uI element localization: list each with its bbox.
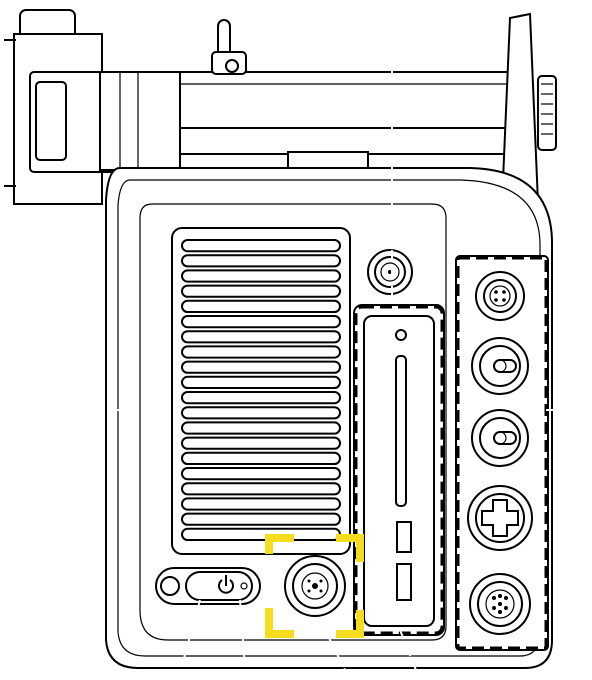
ventilation-grille bbox=[171, 227, 351, 555]
multi-pin-connector-icon[interactable] bbox=[469, 573, 531, 635]
highlight-bracket-top-left bbox=[265, 534, 294, 554]
grille-slat bbox=[181, 421, 341, 435]
multi-pin-connector-icon[interactable] bbox=[467, 485, 533, 551]
grille-slat bbox=[181, 330, 341, 344]
grille-slat bbox=[181, 436, 341, 450]
grille-slat bbox=[181, 497, 341, 511]
grille-slat bbox=[181, 451, 341, 465]
sd-card-slot-panel bbox=[353, 304, 445, 636]
grille-slat bbox=[181, 482, 341, 496]
highlight-bracket-top-right bbox=[336, 534, 364, 562]
grille-slat bbox=[181, 406, 341, 420]
multi-pin-connector-icon[interactable] bbox=[475, 271, 525, 321]
bnc-connector-icon[interactable] bbox=[471, 409, 529, 467]
grille-slat bbox=[181, 345, 341, 359]
power-icon bbox=[218, 575, 234, 594]
grille-slat bbox=[181, 299, 341, 313]
connector-port-icon[interactable] bbox=[284, 555, 346, 617]
power-button[interactable] bbox=[155, 567, 261, 605]
grille-slat bbox=[181, 239, 341, 253]
grille-slat bbox=[181, 315, 341, 329]
grille-slat bbox=[181, 467, 341, 481]
grille-slat bbox=[181, 269, 341, 283]
highlight-bracket-bottom-left bbox=[265, 608, 294, 638]
grille-slat bbox=[181, 284, 341, 298]
connector-port-upper[interactable] bbox=[367, 249, 413, 295]
grille-slat bbox=[181, 360, 341, 374]
highlight-bracket-bottom-right bbox=[336, 610, 364, 638]
bnc-connector-icon[interactable] bbox=[471, 337, 529, 395]
grille-slat bbox=[181, 375, 341, 389]
top-handle-assembly bbox=[147, 19, 516, 169]
viewfinder bbox=[4, 9, 181, 205]
divider-marks bbox=[110, 70, 560, 680]
connector-column bbox=[455, 255, 549, 651]
highlight-brackets bbox=[265, 534, 364, 638]
grille-slat bbox=[181, 512, 341, 526]
grille-slat bbox=[181, 254, 341, 268]
grille-slat bbox=[181, 391, 341, 405]
sd-card-slot[interactable] bbox=[395, 355, 407, 507]
